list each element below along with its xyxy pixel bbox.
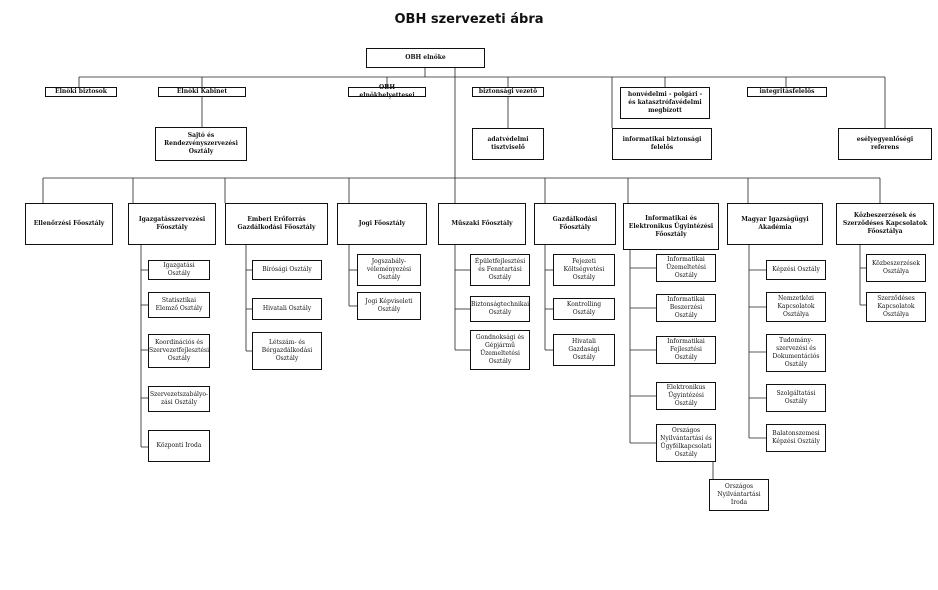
unit-box: Elektronikus Ügyintézési Osztály: [656, 382, 716, 410]
unit-box: Biztonságtechnikai Osztály: [470, 296, 530, 322]
unit-box: Gondnoksági és Gépjármű Üzemeltetési Osz…: [470, 330, 530, 370]
department-box: Közbeszerzések és Szerződéses Kapcsolato…: [836, 203, 934, 245]
integritasfelelos-box: integritásfelelős: [747, 87, 827, 97]
unit-box: Szolgáltatási Osztály: [766, 384, 826, 412]
honvedelmi-megbizott-box: honvédelmi - polgári - és katasztrófavéd…: [620, 87, 710, 119]
unit-box: Tudomány-szervezési és Dokumentációs Osz…: [766, 334, 826, 372]
department-box: Igazgatásszervezési Főosztály: [128, 203, 216, 245]
department-box: Emberi Erőforrás Gazdálkodási Főosztály: [225, 203, 328, 245]
elnoki-biztosok-box: Elnöki biztosok: [45, 87, 117, 97]
department-box: Jogi Főosztály: [337, 203, 427, 245]
unit-box: Képzési Osztály: [766, 260, 826, 280]
unit-box: Balatonszemesi Képzési Osztály: [766, 424, 826, 452]
unit-box: Központi Iroda: [148, 430, 210, 462]
unit-box: Közbeszerzések Osztálya: [866, 254, 926, 282]
unit-box: Informatikai Fejlesztési Osztály: [656, 336, 716, 364]
unit-box: Koordinációs és Szervezetfejlesztési Osz…: [148, 334, 210, 368]
sub-unit-box: Országos Nyilvántartási Iroda: [709, 479, 769, 511]
chart-title: OBH szervezeti ábra: [394, 12, 544, 27]
department-box: Magyar Igazságügyi Akadémia: [727, 203, 823, 245]
unit-box: Bírósági Osztály: [252, 260, 322, 280]
unit-box: Jogszabály-véleményezési Osztály: [357, 254, 421, 286]
eselyegyenlosegi-box: esélyegyenlőségi referens: [838, 128, 932, 160]
unit-box: Kontrolling Osztály: [553, 298, 615, 320]
unit-box: Statisztikai Elemző Osztály: [148, 292, 210, 318]
unit-box: Igazgatási Osztály: [148, 260, 210, 280]
unit-box: Informatikai Üzemeltetési Osztály: [656, 254, 716, 282]
department-box: Ellenőrzési Főosztály: [25, 203, 113, 245]
unit-box: Fejezeti Költségvetési Osztály: [553, 254, 615, 286]
unit-box: Országos Nyilvántartási és Ügyfélkapcsol…: [656, 424, 716, 462]
adatvedelmi-box: adatvédelmi tisztviselő: [472, 128, 544, 160]
root-box: OBH elnöke: [366, 48, 485, 68]
department-box: Informatikai és Elektronikus Ügyintézési…: [623, 203, 719, 250]
unit-box: Épületfejlesztési és Fenntartási Osztály: [470, 254, 530, 286]
unit-box: Létszám- és Bérgazdálkodási Osztály: [252, 332, 322, 370]
elnoki-kabinet-box: Elnöki Kabinet: [158, 87, 246, 97]
unit-box: Jogi Képviseleti Osztály: [357, 292, 421, 320]
sajto-osztaly-box: Sajtó és Rendezvényszervezési Osztály: [155, 127, 247, 161]
unit-box: Informatikai Beszerzési Osztály: [656, 294, 716, 322]
unit-box: Szervezetszabályo-zási Osztály: [148, 386, 210, 412]
elnokhelyettesei-box: OBH elnökhelyettesei: [348, 84, 426, 99]
department-box: Műszaki Főosztály: [438, 203, 526, 245]
biztonsagi-vezeto-box: biztonsági vezető: [472, 87, 544, 97]
informatikai-biztonsagi-box: informatikai biztonsági felelős: [612, 128, 712, 160]
department-box: Gazdálkodási Főosztály: [534, 203, 616, 245]
unit-box: Hivatali Osztály: [252, 298, 322, 320]
unit-box: Szerződéses Kapcsolatok Osztálya: [866, 292, 926, 322]
unit-box: Nemzetközi Kapcsolatok Osztálya: [766, 292, 826, 322]
unit-box: Hivatali Gazdasági Osztály: [553, 334, 615, 366]
